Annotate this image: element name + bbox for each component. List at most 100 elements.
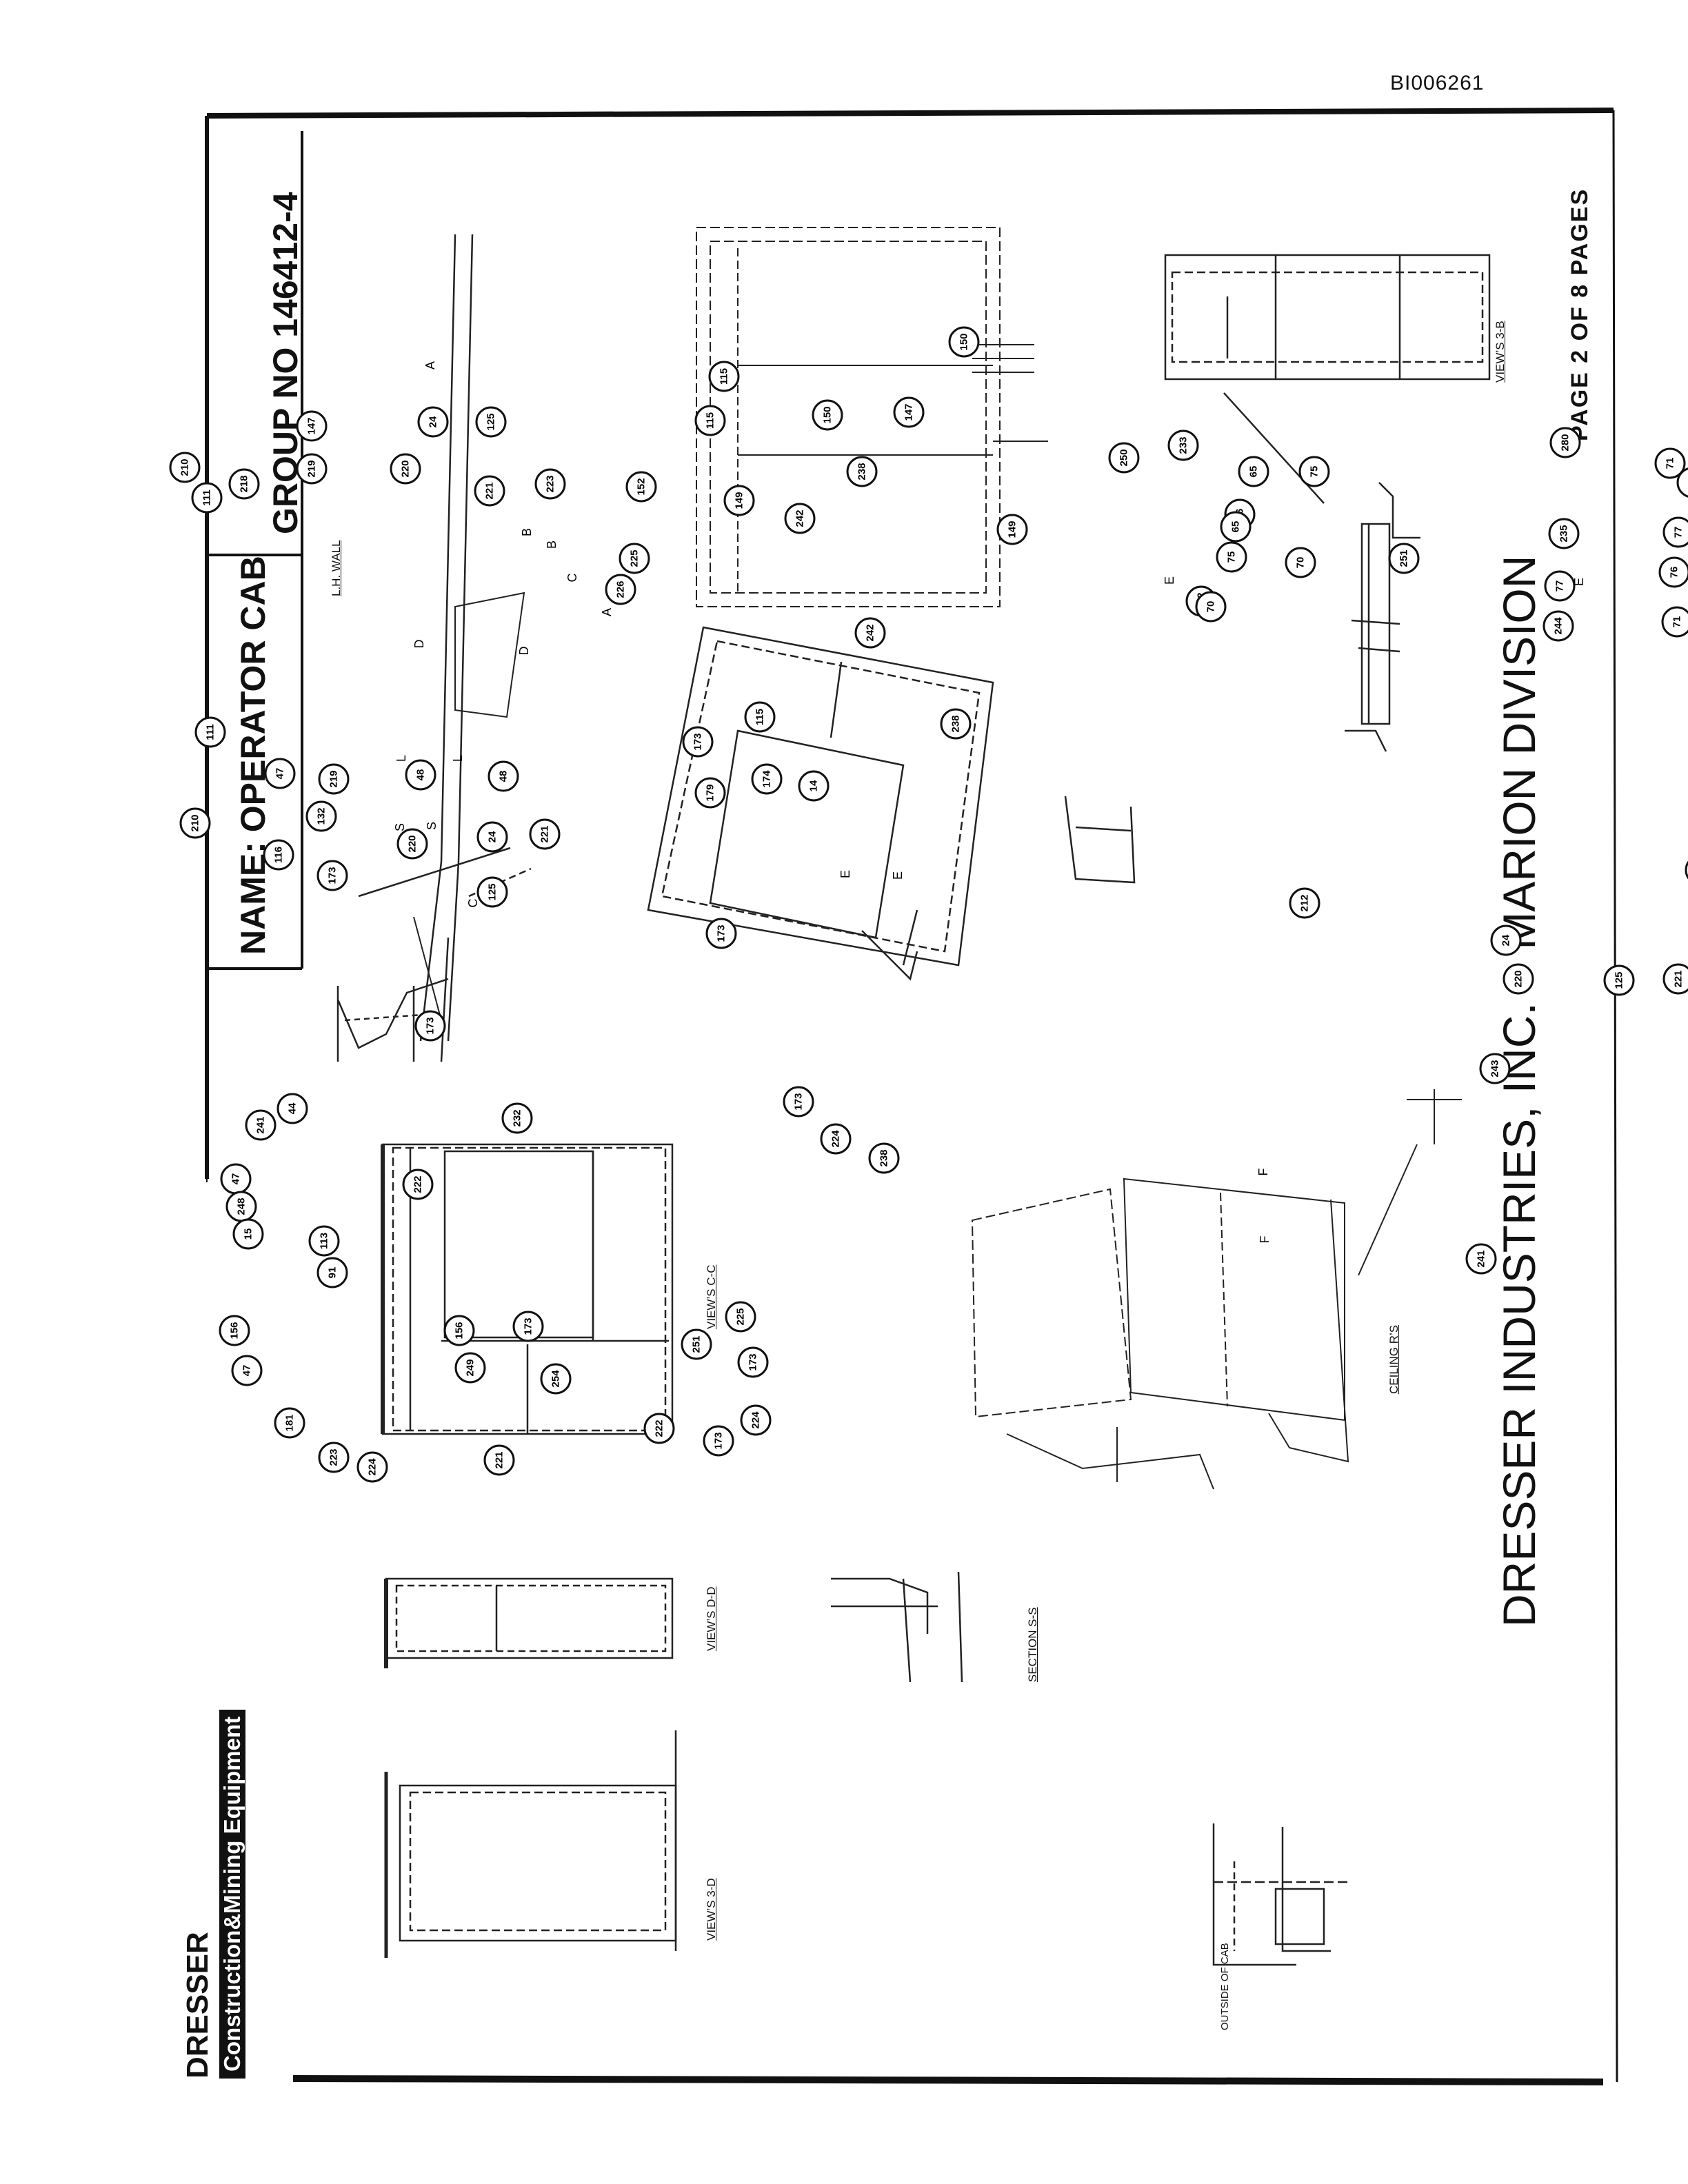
- callout-circle: [219, 1315, 250, 1346]
- callout-circle: [723, 485, 755, 516]
- callout-circle: [476, 821, 508, 853]
- callout-circle: [1662, 516, 1688, 548]
- callout-circle: [694, 777, 726, 809]
- callout-number: 224: [750, 1411, 762, 1429]
- callout-circle: [625, 471, 657, 503]
- callout-circle: [737, 1346, 769, 1378]
- callout-number: 280: [1560, 434, 1571, 451]
- callout-balloon: 115: [694, 405, 726, 436]
- callout-circle: [318, 1442, 350, 1473]
- callout-balloon: 152: [625, 471, 657, 503]
- callout-circle: [191, 482, 223, 514]
- callout-balloon: 77: [1662, 516, 1688, 548]
- callout-number: 243: [1489, 1060, 1501, 1077]
- callout-number: 225: [629, 549, 641, 567]
- callout-balloon: 132: [305, 800, 337, 832]
- callout-balloon: 280: [1549, 427, 1581, 458]
- callout-number: 226: [615, 580, 627, 598]
- view-dd-drawing: [384, 1577, 674, 1668]
- callout-number: 115: [754, 709, 766, 725]
- callout-circle: [277, 1093, 308, 1124]
- callout-circle: [619, 543, 650, 574]
- callout-balloon: 115: [708, 361, 740, 392]
- callout-number: 71: [1671, 616, 1683, 628]
- callout-balloon: 75: [1216, 541, 1247, 573]
- callout-balloon: 181: [274, 1407, 305, 1439]
- callout-balloon: 150: [948, 326, 980, 358]
- callout-circle: [1661, 606, 1688, 638]
- callout-balloon: 226: [605, 574, 636, 605]
- callout-circle: [540, 1363, 572, 1395]
- callout-balloon: 241: [1465, 1243, 1497, 1275]
- callout-number: 181: [284, 1414, 296, 1431]
- callout-balloon: 233: [1167, 429, 1199, 461]
- callout-circle: [1285, 547, 1316, 578]
- callout-balloon: 210: [179, 807, 211, 839]
- callout-circle: [1654, 447, 1686, 479]
- callout-circle: [483, 1444, 515, 1476]
- callout-balloon: 149: [723, 485, 755, 516]
- callout-balloon: 235: [1548, 518, 1580, 549]
- callout-number: 219: [328, 770, 340, 787]
- callout-number: 244: [1553, 617, 1565, 635]
- callout-number: 223: [328, 1448, 340, 1466]
- ceiling-framing: [971, 1089, 1462, 1490]
- callout-number: 47: [274, 768, 286, 780]
- callout-number: 116: [273, 847, 285, 863]
- callout-balloon: 224: [740, 1404, 772, 1436]
- callout-number: 111: [205, 724, 217, 740]
- callout-number: 70: [1205, 601, 1217, 613]
- callout-balloon: 91: [316, 1257, 348, 1288]
- callout-balloon: 173: [414, 1010, 446, 1042]
- section-letter: A: [600, 608, 614, 616]
- callout-circle: [940, 708, 972, 740]
- callout-balloon: 113: [308, 1225, 340, 1257]
- callout-number: 150: [958, 333, 970, 350]
- callout-circle: [784, 503, 816, 534]
- callout-circle: [296, 453, 328, 485]
- callout-circle: [232, 1218, 264, 1250]
- callout-balloon: 47: [264, 758, 296, 789]
- callout-number: 156: [229, 1322, 241, 1339]
- callout-balloon: 221: [529, 818, 561, 850]
- callout-circle: [783, 1086, 814, 1118]
- section-letter: S: [393, 823, 407, 831]
- callout-balloon: 48: [488, 760, 519, 792]
- callout-balloon: 242: [854, 617, 886, 649]
- callout-balloon: 220: [390, 453, 421, 485]
- callout-number: 150: [822, 406, 834, 423]
- callout-circle: [1479, 1053, 1511, 1084]
- section-letter: L: [394, 755, 408, 762]
- callout-number: 223: [545, 475, 556, 492]
- callout-number: 242: [865, 624, 876, 641]
- callout-balloon: 71: [1654, 447, 1686, 479]
- callout-balloon: 242: [784, 503, 816, 534]
- callout-balloon: 249: [454, 1352, 486, 1384]
- callout-circle: [820, 1123, 852, 1155]
- callout-balloon: 156: [219, 1315, 250, 1346]
- callout-number: 225: [735, 1308, 747, 1325]
- callout-number: 238: [856, 463, 868, 480]
- section-letter: L: [451, 755, 465, 762]
- callout-number: 219: [306, 460, 318, 477]
- callout-circle: [512, 1311, 544, 1342]
- callout-balloon: 244: [1543, 610, 1574, 642]
- callout-circle: [263, 839, 294, 871]
- callout-balloon: 238: [940, 708, 972, 740]
- callout-circle: [1195, 591, 1227, 623]
- callout-circle: [1548, 518, 1580, 549]
- callout-balloon: 173: [703, 1425, 734, 1457]
- callout-number: 14: [808, 780, 820, 791]
- callout-balloon: 75: [1298, 456, 1330, 487]
- callout-circle: [1543, 610, 1574, 642]
- callout-circle: [812, 399, 843, 431]
- callout-number: 76: [1669, 567, 1680, 578]
- callout-circle: [1289, 887, 1320, 919]
- callout-balloon: 173: [737, 1346, 769, 1378]
- callout-balloon: 147: [296, 410, 328, 442]
- callout-circle: [694, 405, 726, 436]
- callout-circle: [948, 326, 980, 358]
- callout-circle: [682, 726, 714, 758]
- section-letter: C: [565, 574, 579, 583]
